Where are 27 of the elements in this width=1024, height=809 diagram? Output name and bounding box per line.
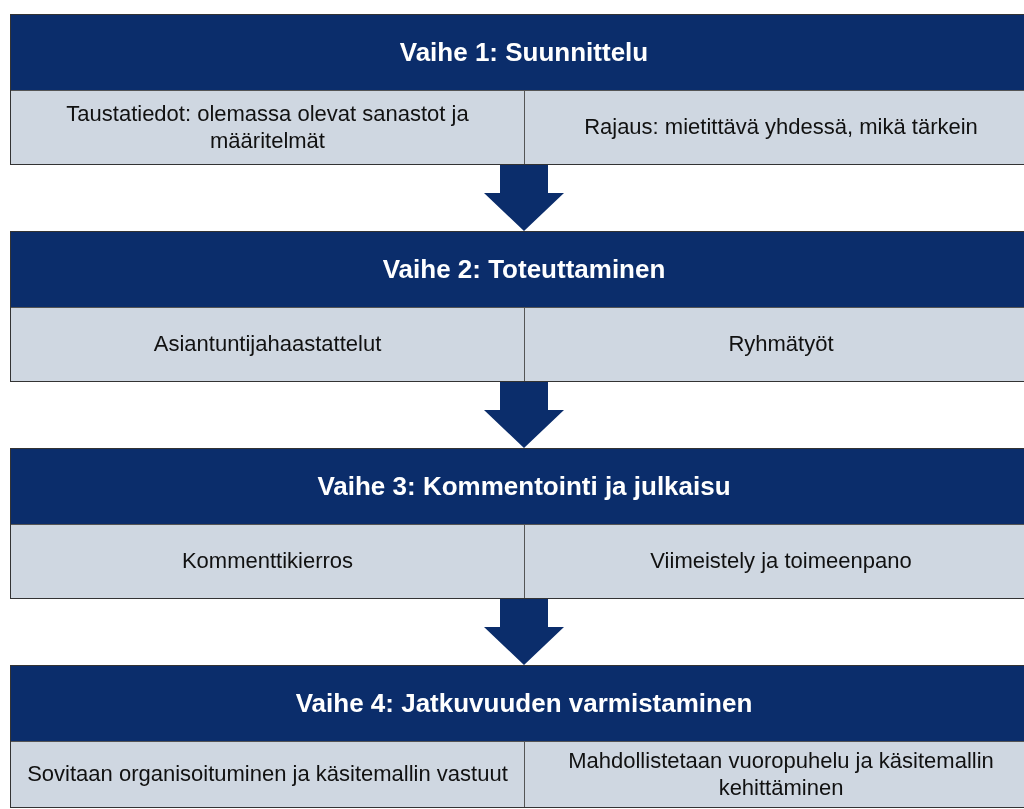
step-cell <box>11 90 524 164</box>
phase-heading: Vaihe 2: Toteuttaminen <box>382 254 666 285</box>
step-cell <box>524 741 1024 807</box>
phase-panel <box>10 448 1024 599</box>
step-cell <box>524 524 1024 598</box>
step-cell <box>11 307 524 381</box>
phase-heading: Vaihe 4: Jatkuvuuden varmistaminen <box>295 688 753 719</box>
down-arrow <box>484 382 564 448</box>
step-text: Rajaus: mietittävä yhdessä, mikä tärkein <box>584 114 978 141</box>
phase-panel <box>10 14 1024 165</box>
step-cell <box>524 307 1024 381</box>
phase-heading: Vaihe 1: Suunnittelu <box>399 37 649 68</box>
step-cell <box>524 90 1024 164</box>
step-text: Ryhmätyöt <box>728 331 834 358</box>
phase-panel <box>10 231 1024 382</box>
step-text: Taustatiedot: olemassa olevat sanastot ja määritelmät <box>65 101 470 154</box>
down-arrow <box>484 165 564 231</box>
step-text: Sovitaan organisoituminen ja käsitemallin vastuut <box>27 761 508 788</box>
phase-panel <box>10 665 1024 808</box>
down-arrow <box>484 599 564 665</box>
step-cell <box>11 524 524 598</box>
step-text: Asiantuntijahaastattelut <box>153 331 382 358</box>
step-text: Kommenttikierros <box>181 548 354 575</box>
phase-heading: Vaihe 3: Kommentointi ja julkaisu <box>317 471 731 502</box>
step-cell <box>11 741 524 807</box>
step-text: Mahdollistetaan vuoropuhelu ja käsitemallin kehittäminen <box>567 748 995 801</box>
step-text: Viimeistely ja toimeenpano <box>650 548 912 575</box>
